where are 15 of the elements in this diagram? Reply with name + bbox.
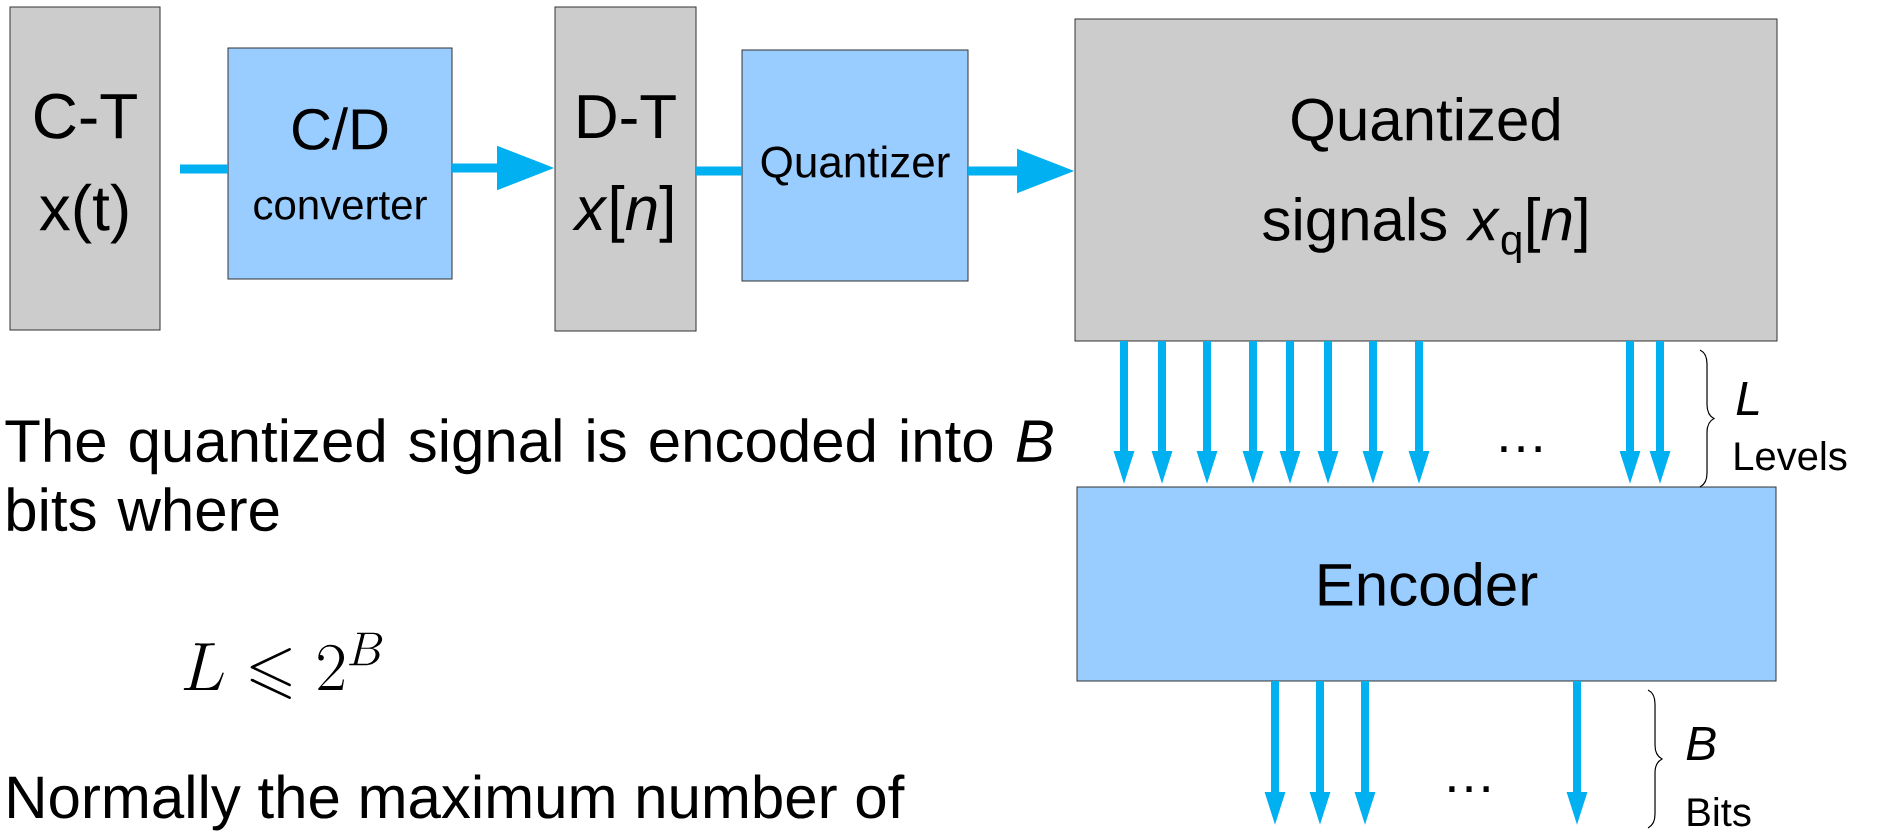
brace-label: Levels bbox=[1735, 441, 1847, 471]
process-box: C/D converter bbox=[227, 47, 453, 280]
ellipsis: … bbox=[1501, 446, 1541, 452]
signal-box: Quantized signals x$_{q}$[n] bbox=[1074, 18, 1778, 342]
brace-label: Bits bbox=[1688, 797, 1751, 827]
process-box: Quantizer bbox=[741, 49, 969, 282]
ellipsis: … bbox=[1449, 786, 1489, 792]
brace-label: L bbox=[1736, 381, 1759, 415]
signal-box: D-T x[n] bbox=[554, 6, 697, 332]
paragraph: Normally the maximum number of bbox=[9, 774, 905, 831]
inequality: $L \leqslant 2^{B}$ bbox=[183, 632, 383, 700]
paragraph: The quantized signal is encoded into B bits where bbox=[5, 418, 1053, 532]
signal-box: C-T x(t) bbox=[9, 6, 161, 331]
process-box: Encoder bbox=[1076, 486, 1777, 682]
brace-label: B bbox=[1686, 726, 1716, 760]
